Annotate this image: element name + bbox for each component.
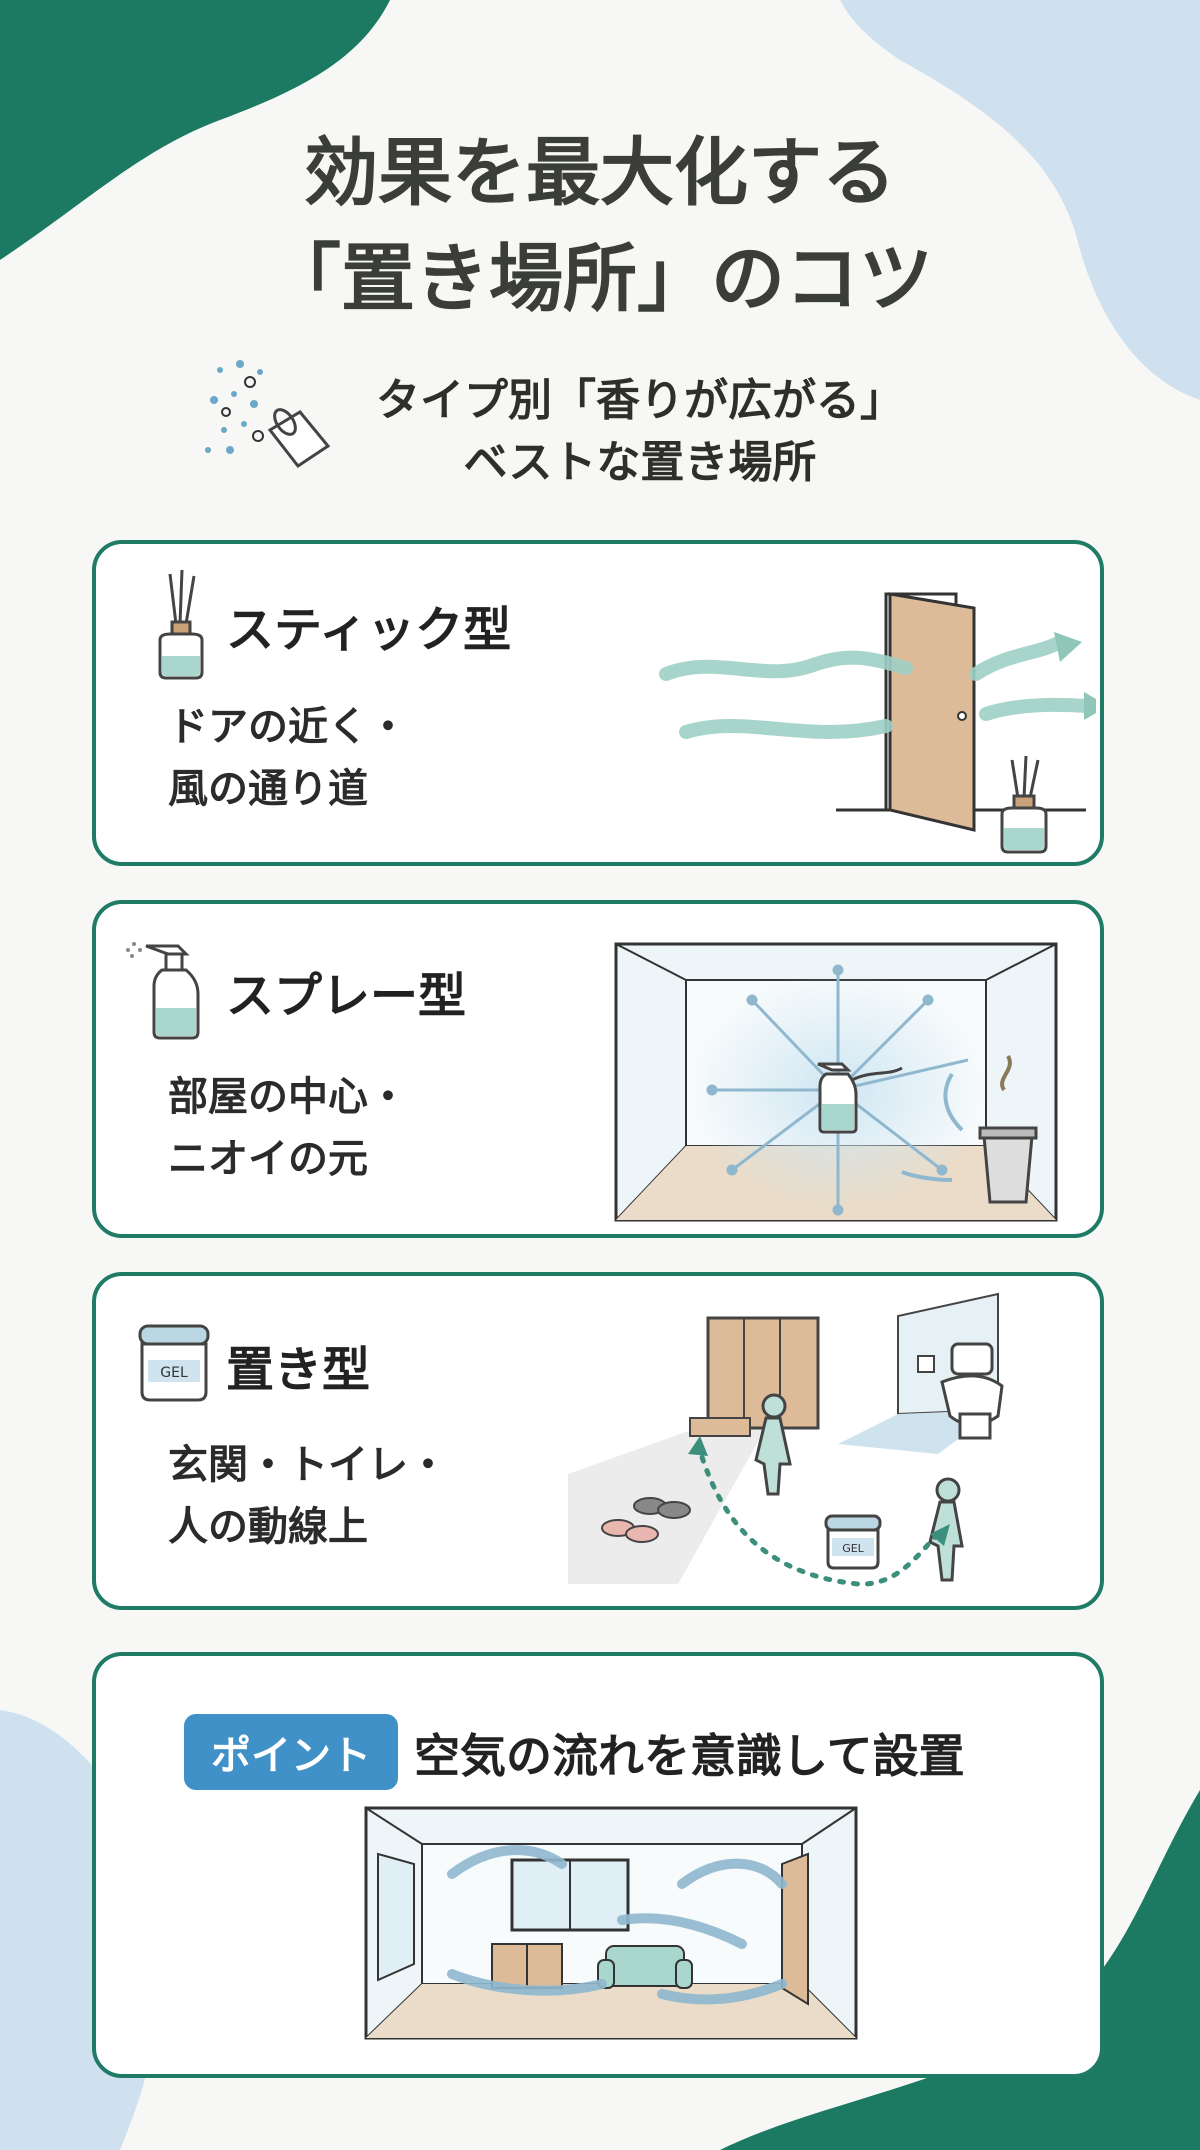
desc-line-1: 部屋の中心・: [168, 1074, 408, 1120]
gel-label: GEL: [842, 1542, 864, 1555]
card-description: 玄関・トイレ・ 人の動線上: [168, 1434, 448, 1558]
door-airflow-illustration: [659, 592, 1096, 854]
card-stick-type: スティック型 ドアの近く・ 風の通り道: [92, 540, 1104, 866]
title-line-1: 効果を最大化する: [304, 130, 896, 216]
card-title: 置き型: [226, 1342, 371, 1398]
subtitle-line-1: タイプ別「香りが広がる」: [376, 375, 904, 426]
page-title: 効果を最大化する 「置き場所」のコツ: [0, 120, 1200, 332]
card-description: 部屋の中心・ ニオイの元: [168, 1066, 408, 1190]
spray-bottle-icon: [126, 942, 200, 1040]
card-point: ポイント 空気の流れを意識して設置: [92, 1652, 1104, 2078]
gel-label: GEL: [160, 1365, 188, 1381]
card-title: スティック型: [226, 602, 512, 658]
desc-line-1: ドアの近く・: [168, 704, 408, 750]
background-blob-top-left: [0, 0, 390, 260]
point-text: 空気の流れを意識して設置: [414, 1729, 965, 1783]
gel-jar-icon: GEL: [138, 1324, 210, 1402]
room-spray-illustration: [614, 942, 1058, 1222]
room-airflow-illustration: [364, 1806, 858, 2040]
background-blob-top-right: [840, 0, 1200, 400]
subtitle-line-2: ベストな置き場所: [463, 437, 817, 488]
desc-line-2: 人の動線上: [168, 1504, 368, 1550]
point-badge: ポイント: [184, 1714, 398, 1790]
subtitle-block: タイプ別「香りが広がる」 ベストな置き場所: [200, 350, 1000, 500]
card-title: スプレー型: [226, 968, 467, 1024]
card-spray-type: スプレー型 部屋の中心・ ニオイの元: [92, 900, 1104, 1238]
desc-line-2: 風の通り道: [168, 766, 368, 812]
desc-line-2: ニオイの元: [168, 1136, 368, 1182]
subtitle: タイプ別「香りが広がる」 ベストな置き場所: [320, 370, 960, 494]
card-gel-type: GEL 置き型 玄関・トイレ・ 人の動線上: [92, 1272, 1104, 1610]
entrance-toilet-illustration: GEL: [568, 1292, 1004, 1587]
title-line-2: 「置き場所」のコツ: [267, 236, 933, 322]
card-description: ドアの近く・ 風の通り道: [168, 696, 408, 820]
desc-line-1: 玄関・トイレ・: [168, 1442, 448, 1488]
spray-can-icon: [205, 360, 331, 469]
reed-diffuser-icon: [158, 569, 204, 680]
